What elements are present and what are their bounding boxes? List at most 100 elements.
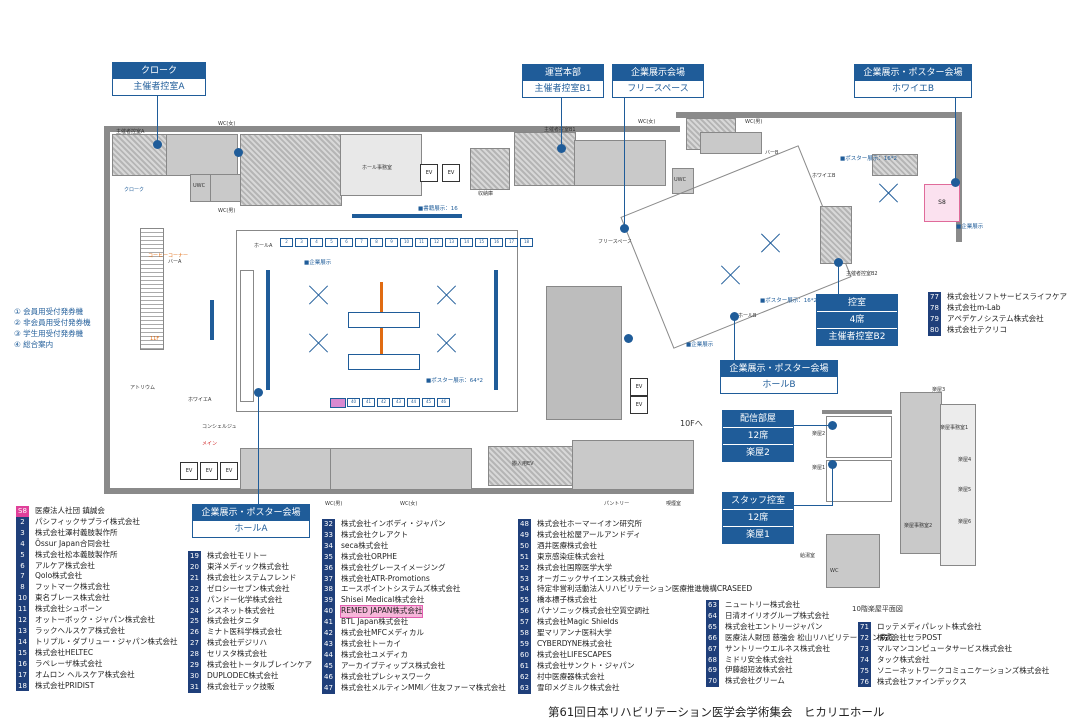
label-ctrl-b2: 主催者控室B2: [846, 271, 878, 277]
exhibitor-name: パンドー化学株式会社: [207, 594, 283, 604]
label-cloak: クローク: [124, 187, 145, 193]
room-control-b1: [514, 132, 576, 186]
elevator: EV: [180, 462, 198, 480]
exhibitor-number: 59: [518, 638, 531, 650]
exhibitor-number: 21: [188, 572, 201, 584]
label-gakuya-6: 楽屋6: [958, 519, 972, 525]
exhibitor-name: セリスタ株式会社: [207, 649, 267, 659]
room-hall-office: [340, 134, 422, 196]
label-wc-f-3: WC(女): [400, 501, 418, 507]
exhibitor-number: 24: [188, 605, 201, 617]
wall: [956, 112, 962, 242]
booth: 8: [370, 238, 383, 247]
exhibitor-name: 日清オイリオグループ株式会社: [725, 610, 830, 620]
exhibitor-number: 73: [858, 643, 871, 655]
callout-free-space: 企業展示会場 フリースペース: [612, 64, 704, 99]
room-wc-bottom-2: [330, 448, 472, 490]
callout-hall-b: 企業展示・ポスター会場 ホールB: [720, 360, 838, 395]
exhibitor-name: 株式会社エントリージャパン: [725, 621, 823, 631]
callout-haishin: 配信部屋 12席 楽屋2: [722, 410, 794, 463]
exhibitor-number: 18: [16, 680, 29, 692]
label-smoking: 喫煙室: [666, 501, 682, 507]
exhibitor-number: 69: [706, 665, 719, 677]
label-hall-a: ホールA: [254, 243, 273, 249]
exhibitor-name: 株式会社HELTEC: [35, 647, 94, 657]
booth: 4: [310, 238, 323, 247]
exhibitor-number: 48: [518, 519, 531, 530]
exhibitor-number: 26: [188, 627, 201, 639]
exhibitor-name: 株式会社国際医学大学: [537, 562, 612, 572]
exhibitor-name: 株式会社ファインデックス: [877, 676, 967, 686]
callout-foyer-b: 企業展示・ポスター会場 ホワイエB: [854, 64, 972, 99]
label-poster-a: ■ポスター展示：64*2: [426, 378, 483, 384]
room-ctrl-b2: [820, 206, 852, 264]
booth: 9: [385, 238, 398, 247]
callout-hall-a: 企業展示・ポスター会場 ホールA: [192, 504, 310, 539]
exhibitor-name: 株式会社ATR-Promotions: [341, 573, 430, 583]
label-11f: 11F: [150, 336, 160, 342]
exhibitor-number: 58: [518, 628, 531, 639]
label-ctrl-a: 主催者控室A: [116, 129, 145, 135]
booth: 13: [445, 238, 458, 247]
exhibitor-name: 東名ブレース株式会社: [35, 593, 110, 603]
poster-panel: [306, 282, 332, 308]
exhibitor-number: 54: [518, 584, 531, 596]
label-concierge: コンシェルジュ: [202, 424, 237, 430]
wall: [104, 488, 694, 494]
exhibitor-name: 株式会社ユメディカ: [341, 649, 408, 659]
exhibitor-name: マルマンコンピュータサービス株式会社: [877, 643, 1012, 653]
label-uwc-2: UWC: [674, 177, 687, 183]
booth: 17: [505, 238, 518, 247]
exhibitor-number: 30: [188, 670, 201, 682]
exhibitor-number: 36: [322, 562, 335, 574]
exhibitor-name: サントリーウエルネス株式会社: [725, 643, 830, 653]
exhibitor-name: 東洋メディック株式会社: [207, 561, 289, 571]
exhibitor-number: 27: [188, 638, 201, 650]
exhibitor-number: 20: [188, 561, 201, 573]
exhibitor-number: 22: [188, 583, 201, 595]
exhibitor-number: 57: [518, 617, 531, 629]
exhibitor-number: 3: [16, 527, 29, 539]
exhibitor-name: オットーボック・ジャパン株式会社: [35, 615, 155, 625]
exhibitor-number: 6: [16, 560, 29, 572]
exhibitor-number: 80: [928, 324, 941, 336]
booth: 16: [490, 238, 503, 247]
exhibitor-name: タック株式会社: [877, 654, 930, 664]
booth: 2: [280, 238, 293, 247]
exhibitor-number: 7: [16, 571, 29, 583]
exhibitor-number: 53: [518, 573, 531, 585]
exhibitor-name: 酒井医療株式会社: [537, 540, 597, 550]
elevator: EV: [630, 396, 648, 414]
booth: 44: [407, 398, 420, 407]
exhibitor-name: 株式会社LIFESCAPES: [537, 649, 612, 659]
exhibitor-number: 61: [518, 660, 531, 672]
label-corp-display-a: ■企業展示: [304, 260, 332, 266]
escalator: [140, 228, 164, 350]
room-wc-f: [166, 134, 238, 176]
exhibitor-name: 株式会社PRIDIST: [35, 680, 95, 690]
wall: [104, 126, 680, 132]
exhibitor-name: アペデケノシステム株式会社: [947, 313, 1044, 323]
footer-title: 第61回日本リハビリテーション医学会学術集会 ヒカリエホール: [548, 705, 885, 719]
